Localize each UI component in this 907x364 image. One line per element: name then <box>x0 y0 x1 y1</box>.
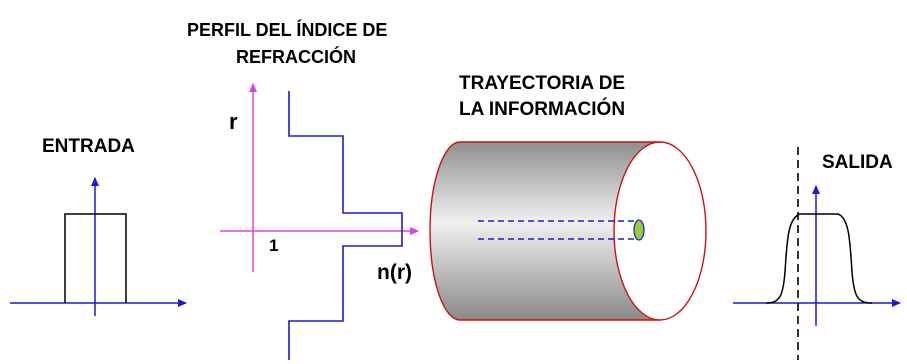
trajectory-title-line1: TRAYECTORIA DE <box>459 73 625 94</box>
n-of-r-label: n(r) <box>377 261 412 284</box>
profile-title-line1: PERFIL DEL ÍNDICE DE <box>187 19 387 40</box>
output-pulse-plot <box>733 147 901 360</box>
fiber-cylinder <box>429 141 707 321</box>
trajectory-title-line2: LA INFORMACIÓN <box>459 98 625 120</box>
cylinder-end-face <box>613 141 707 321</box>
profile-step-line <box>288 91 403 360</box>
output-title: SALIDA <box>822 152 893 173</box>
cylinder-body <box>429 141 661 321</box>
input-pulse-plot <box>10 177 187 316</box>
input-rect-pulse <box>64 213 127 303</box>
one-tick-label: 1 <box>269 236 278 255</box>
profile-title-line2: REFRACCIÓN <box>236 46 356 67</box>
r-axis-label: r <box>229 109 238 134</box>
input-title: ENTRADA <box>42 136 135 157</box>
refractive-profile-plot <box>220 83 419 360</box>
output-smoothed-pulse <box>765 213 873 304</box>
fiber-core <box>633 219 645 241</box>
